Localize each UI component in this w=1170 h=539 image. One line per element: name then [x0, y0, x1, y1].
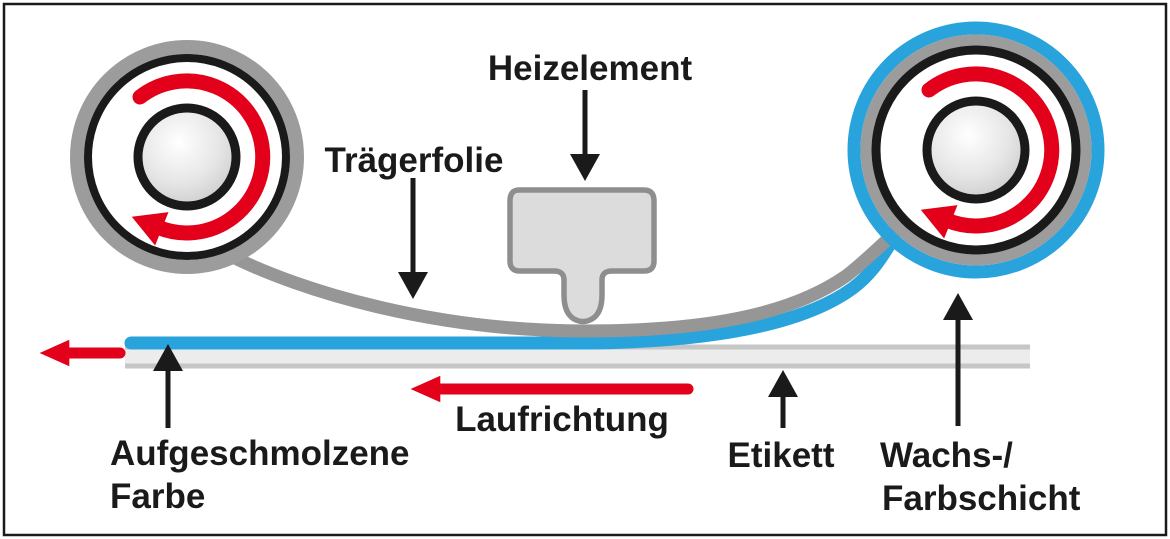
etikett-label: Etikett — [728, 436, 835, 475]
aufgeschmolzene-farbe-label-line1: Aufgeschmolzene — [110, 434, 410, 473]
takeup-roller-core — [133, 103, 241, 211]
laufrichtung-label: Laufrichtung — [455, 400, 669, 439]
takeup-roller-rim — [84, 54, 290, 260]
supply-roller-ink-wrap — [847, 21, 1105, 279]
supply-roller — [847, 21, 1105, 279]
takeup-roller-foil-wrap — [70, 40, 304, 274]
wachs-farbschicht-label-line2: Farbschicht — [882, 479, 1081, 518]
supply-roller-core — [922, 96, 1030, 204]
heizelement-label: Heizelement — [488, 49, 693, 88]
aufgeschmolzene-farbe-label-line2: Farbe — [110, 477, 205, 516]
takeup-roller — [70, 40, 304, 274]
supply-roller-rim — [871, 45, 1081, 255]
supply-roller-rotation-arrow-icon — [920, 66, 1060, 239]
heating-element — [507, 187, 657, 325]
supply-roller-foil-wrap — [860, 34, 1092, 266]
wachs-farbschicht-label-line1: Wachs-/ — [880, 436, 1013, 475]
ink-layer-band — [124, 237, 897, 350]
takeup-roller-rotation-arrow-icon — [131, 73, 271, 246]
traegerfolie-label: Trägerfolie — [325, 141, 504, 180]
carrier-foil-band — [226, 220, 908, 338]
